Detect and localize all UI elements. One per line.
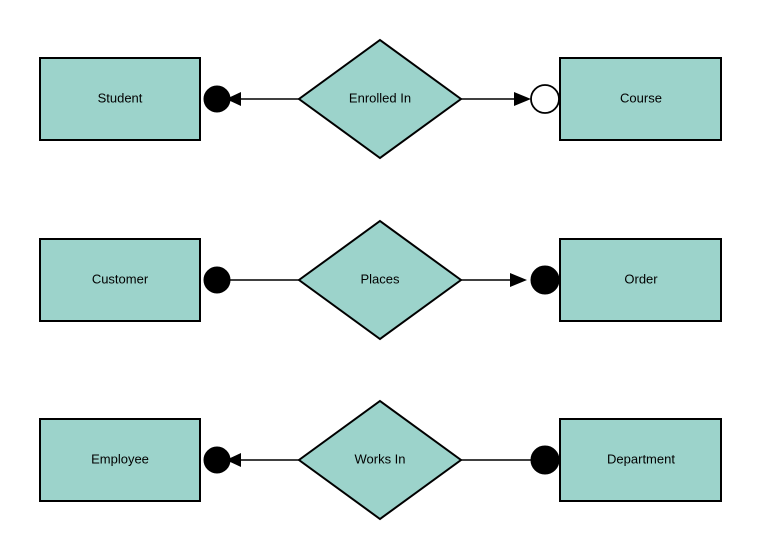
- cardinality-marker-row3-left-filled-circle-icon: [203, 446, 231, 474]
- entity-department-box[interactable]: [559, 418, 722, 502]
- entity-department[interactable]: Department: [559, 418, 722, 502]
- relationship-enrolled-in-diamond[interactable]: [297, 38, 463, 160]
- entity-customer-box[interactable]: [39, 238, 201, 322]
- cardinality-marker-row3-right-filled-circle-icon: [530, 445, 560, 475]
- entity-course[interactable]: Course: [559, 57, 722, 141]
- arrowhead-left-row1: [226, 92, 241, 106]
- relationship-works-in-label: Works In: [354, 451, 405, 466]
- relationship-places-diamond[interactable]: [297, 219, 463, 341]
- relationship-row-2: Customer Places Order: [39, 219, 722, 341]
- relationship-places-label: Places: [360, 271, 400, 286]
- entity-customer[interactable]: Customer: [39, 238, 201, 322]
- entity-order-box[interactable]: [559, 238, 722, 322]
- relationship-places[interactable]: Places: [297, 219, 463, 341]
- entity-order[interactable]: Order: [559, 238, 722, 322]
- arrowhead-left-row3: [226, 453, 241, 467]
- cardinality-marker-row2-right-filled-circle-icon: [530, 265, 560, 295]
- arrowhead-right-row1: [514, 92, 531, 106]
- cardinality-marker-row1-right-hollow-circle-icon: [530, 84, 560, 114]
- relationship-enrolled-in[interactable]: Enrolled In: [297, 38, 463, 160]
- entity-course-label: Course: [620, 90, 662, 105]
- arrowhead-right-row2: [510, 273, 527, 287]
- entity-order-label: Order: [624, 271, 658, 286]
- entity-customer-label: Customer: [92, 271, 149, 286]
- entity-course-box[interactable]: [559, 57, 722, 141]
- relationship-enrolled-in-label: Enrolled In: [349, 90, 411, 105]
- cardinality-marker-row2-left-filled-circle-icon: [203, 266, 231, 294]
- entity-employee-box[interactable]: [39, 418, 201, 502]
- entity-employee[interactable]: Employee: [39, 418, 201, 502]
- relationship-row-3: Employee Works In Department: [39, 399, 722, 521]
- entity-student[interactable]: Student: [39, 57, 201, 141]
- entity-department-label: Department: [607, 451, 675, 466]
- entity-student-label: Student: [98, 90, 143, 105]
- relationship-row-1: Student Enrolled In Course: [39, 38, 722, 160]
- entity-employee-label: Employee: [91, 451, 149, 466]
- relationship-works-in[interactable]: Works In: [297, 399, 463, 521]
- entity-student-box[interactable]: [39, 57, 201, 141]
- cardinality-marker-row1-left-filled-circle-icon: [203, 85, 231, 113]
- relationship-works-in-diamond[interactable]: [297, 399, 463, 521]
